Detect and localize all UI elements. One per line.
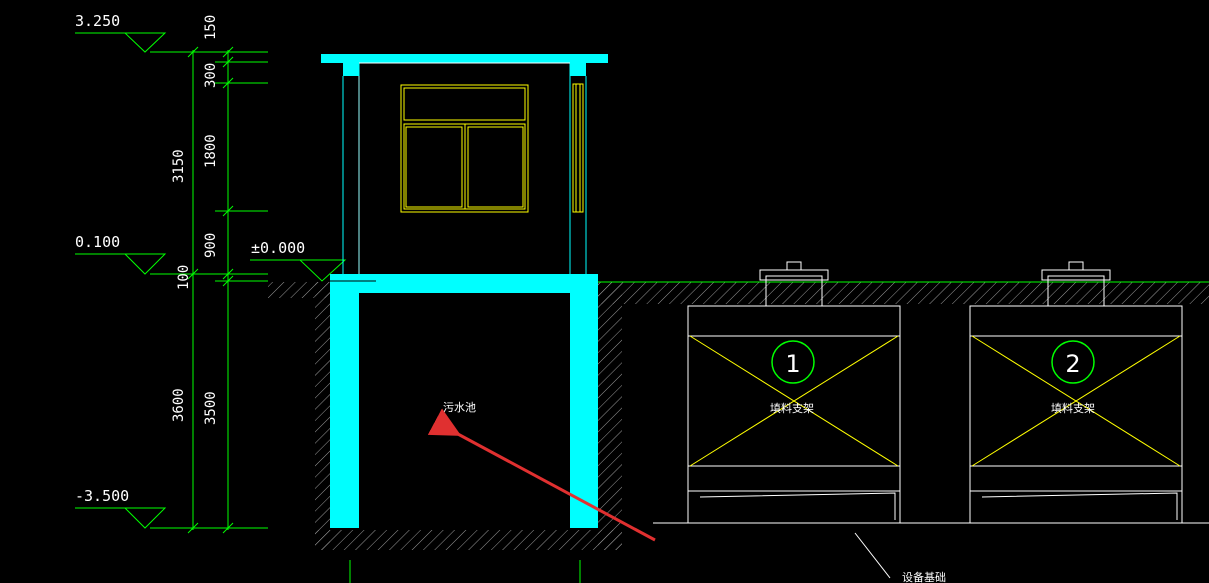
dimension-chain bbox=[150, 46, 268, 534]
ground-hatching bbox=[268, 281, 1209, 550]
window bbox=[400, 84, 529, 213]
elevation-marker-top: 3.250 bbox=[75, 12, 167, 53]
elevation-bottom: -3.500 bbox=[75, 487, 129, 505]
dim-300: 300 bbox=[203, 63, 219, 88]
side-window bbox=[572, 83, 584, 213]
equipment-1-label: 填料支架 bbox=[770, 401, 814, 415]
elevation-marker-bottom: -3.500 bbox=[75, 487, 167, 529]
elevation-top: 3.250 bbox=[75, 12, 120, 30]
elevation-marker-ground: ±0.000 bbox=[250, 239, 347, 282]
equipment-2-number: 2 bbox=[1065, 350, 1080, 378]
equipment-2-label: 填料支架 bbox=[1051, 401, 1095, 415]
dim-3600: 3600 bbox=[171, 388, 187, 422]
equipment-unit-2: 2 填料支架 bbox=[969, 261, 1183, 524]
sewage-pool bbox=[330, 274, 598, 583]
building-upper bbox=[321, 54, 608, 274]
dim-3150: 3150 bbox=[171, 149, 187, 183]
elevation-floor: 0.100 bbox=[75, 233, 120, 251]
annotation-arrow bbox=[427, 408, 656, 542]
dim-100: 100 bbox=[176, 265, 192, 290]
dim-150: 150 bbox=[203, 15, 219, 40]
elevation-ground: ±0.000 bbox=[251, 239, 305, 257]
dim-3500: 3500 bbox=[203, 391, 219, 425]
equipment-1-number: 1 bbox=[785, 350, 800, 378]
equipment-base-label: 设备基础 bbox=[902, 570, 946, 583]
pool-label: 污水池 bbox=[443, 401, 476, 414]
equipment-base: 设备基础 bbox=[653, 522, 1209, 583]
dim-1800: 1800 bbox=[203, 134, 219, 168]
dim-900: 900 bbox=[203, 233, 219, 258]
elevation-marker-floor: 0.100 bbox=[75, 233, 167, 275]
